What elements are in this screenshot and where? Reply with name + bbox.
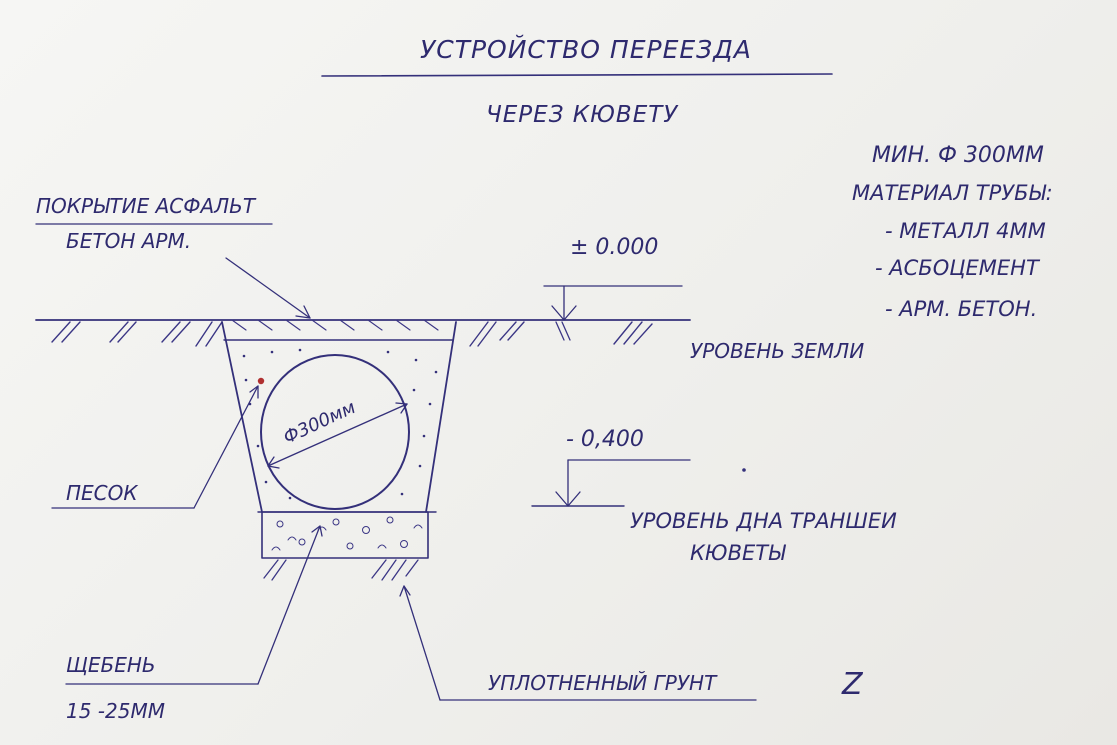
title-line-2: ЧЕРЕЗ КЮВЕТУ <box>486 102 679 128</box>
label-surface-line-1: ПОКРЫТИЕ АСФАЛЬТ <box>36 194 257 218</box>
pipe-diameter-line <box>267 403 408 467</box>
label-gravel-line-2: 15 -25ММ <box>66 699 165 723</box>
signature-mark: Z <box>841 667 864 702</box>
gravel-leader-line <box>257 525 321 685</box>
label-sand: ПЕСОК <box>66 481 138 505</box>
note-pipe-material-heading: МАТЕРИАЛ ТРУБЫ: <box>852 181 1053 205</box>
compacted-soil-leader-line <box>403 585 441 701</box>
gravel-fill-pattern <box>271 516 423 551</box>
ink-dot <box>742 468 746 472</box>
title-line-1: УСТРОЙСТВО ПЕРЕЕЗДА <box>420 35 752 64</box>
red-ink-mark <box>257 377 265 385</box>
gravel-leader-arrow <box>311 525 323 537</box>
label-compacted-soil: УПЛОТНЕННЫЙ ГРУНТ <box>488 671 718 695</box>
surface-leader-arrow <box>295 305 311 319</box>
note-material-2: - АСБОЦЕМЕНТ <box>875 256 1041 280</box>
diameter-arrow-right <box>395 402 408 414</box>
sand-fill-pattern <box>242 348 438 500</box>
elevation-trench-value: - 0,400 <box>566 427 644 452</box>
note-material-3: - АРМ. БЕТОН. <box>885 297 1037 321</box>
gravel-layer <box>261 511 429 559</box>
trench-right-wall <box>425 321 457 513</box>
compacted-soil-hatching <box>263 559 419 581</box>
sand-leader-arrow <box>249 385 259 399</box>
surface-layer-hatching <box>231 319 439 331</box>
label-trench-bottom-line-1: УРОВЕНЬ ДНА ТРАНШЕИ <box>630 509 897 533</box>
diameter-arrow-left <box>267 456 280 469</box>
ground-hatching <box>51 321 653 347</box>
pipe-circle <box>260 354 410 510</box>
pipe-diameter-label: Ф300мм <box>280 397 359 449</box>
elevation-ground-triangle <box>551 305 577 321</box>
surface-leader-line <box>225 257 311 319</box>
label-surface-line-2: БЕТОН АРМ. <box>66 229 191 253</box>
title-underline <box>321 73 833 77</box>
sand-leader-line <box>193 385 259 509</box>
elevation-ground-value: ± 0.000 <box>570 235 658 260</box>
compacted-soil-leader-arrow <box>399 585 411 597</box>
label-trench-bottom-line-2: КЮВЕТЫ <box>690 541 786 565</box>
label-gravel-line-1: ЩЕБЕНЬ <box>66 653 156 677</box>
note-material-1: - МЕТАЛЛ 4ММ <box>885 219 1046 243</box>
label-ground-level: УРОВЕНЬ ЗЕМЛИ <box>690 339 864 363</box>
note-min-diameter: МИН. Ф 300ММ <box>872 143 1044 168</box>
